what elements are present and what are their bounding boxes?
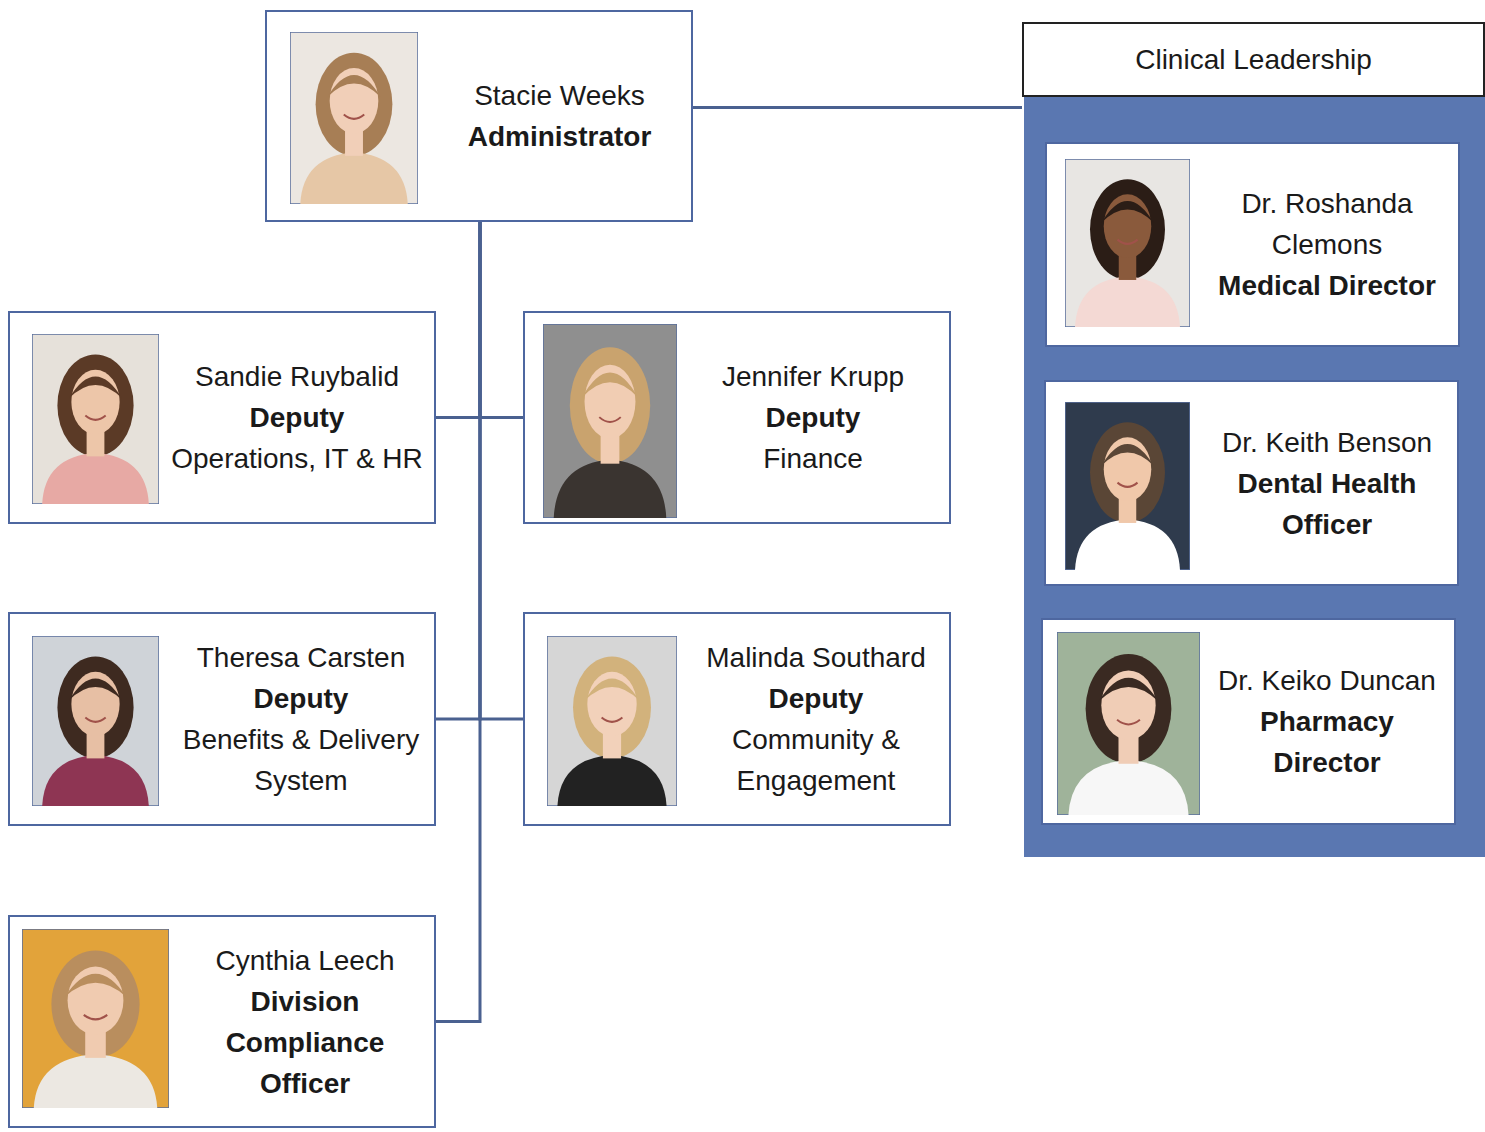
portrait-photo — [1065, 159, 1190, 327]
panel-heading: Clinical Leadership — [1135, 39, 1372, 80]
text-block: Malinda SouthardDeputyCommunity & Engage… — [684, 637, 948, 801]
portrait-photo — [32, 636, 159, 806]
reporting-line — [436, 222, 480, 1022]
person-box: Sandie RuybalidDeputyOperations, IT & HR — [8, 311, 436, 524]
person-name: Dr. Roshanda Clemons — [1197, 183, 1457, 265]
portfolio: Community & Engagement — [684, 719, 948, 801]
role-title: Deputy — [170, 678, 432, 719]
person-box: Stacie WeeksAdministrator — [265, 10, 693, 222]
role-title: Deputy — [167, 397, 427, 438]
person-box: Dr. Roshanda ClemonsMedical Director — [1045, 142, 1460, 347]
panel-heading-box: Clinical Leadership — [1022, 22, 1485, 97]
text-block: Stacie WeeksAdministrator — [432, 75, 687, 157]
portrait-photo — [290, 32, 418, 204]
role-title: Dental Health Officer — [1197, 463, 1457, 545]
text-area: Dr. Roshanda ClemonsMedical Director — [1197, 144, 1457, 345]
person-name: Dr. Keith Benson — [1197, 422, 1457, 463]
role-title: Division Compliance Officer — [177, 981, 433, 1104]
person-name: Stacie Weeks — [432, 75, 687, 116]
reporting-line — [436, 222, 480, 418]
portrait-photo — [547, 636, 677, 806]
text-area: Dr. Keith BensonDental Health Officer — [1197, 382, 1457, 584]
role-title: Deputy — [684, 678, 948, 719]
person-name: Sandie Ruybalid — [167, 356, 427, 397]
text-block: Sandie RuybalidDeputyOperations, IT & HR — [167, 356, 427, 479]
text-area: Sandie RuybalidDeputyOperations, IT & HR — [167, 313, 427, 522]
portrait-photo — [1057, 632, 1200, 815]
text-block: Dr. Keith BensonDental Health Officer — [1197, 422, 1457, 545]
role-title: Administrator — [432, 116, 687, 157]
person-box: Theresa CarstenDeputyBenefits & Delivery… — [8, 612, 436, 826]
text-block: Dr. Roshanda ClemonsMedical Director — [1197, 183, 1457, 306]
text-area: Stacie WeeksAdministrator — [432, 12, 687, 220]
portfolio: Finance — [687, 438, 939, 479]
person-box: Dr. Keiko DuncanPharmacy Director — [1041, 618, 1456, 825]
person-name: Cynthia Leech — [177, 940, 433, 981]
person-box: Dr. Keith BensonDental Health Officer — [1044, 380, 1459, 586]
role-title: Medical Director — [1197, 265, 1457, 306]
reporting-line — [480, 222, 523, 418]
text-block: Dr. Keiko DuncanPharmacy Director — [1204, 660, 1450, 783]
person-name: Theresa Carsten — [170, 637, 432, 678]
person-name: Dr. Keiko Duncan — [1204, 660, 1450, 701]
person-box: Jennifer KruppDeputyFinance — [523, 311, 951, 524]
portrait-photo — [32, 334, 159, 504]
text-block: Jennifer KruppDeputyFinance — [687, 356, 939, 479]
portrait-photo — [543, 324, 677, 518]
reporting-line — [480, 222, 523, 719]
text-area: Dr. Keiko DuncanPharmacy Director — [1204, 620, 1450, 823]
person-name: Malinda Southard — [684, 637, 948, 678]
portrait-photo — [1065, 402, 1190, 570]
reporting-line — [693, 106, 1022, 109]
text-area: Malinda SouthardDeputyCommunity & Engage… — [684, 614, 948, 824]
role-title: Pharmacy Director — [1204, 701, 1450, 783]
text-area: Theresa CarstenDeputyBenefits & Delivery… — [170, 614, 432, 824]
text-area: Cynthia LeechDivision Compliance Officer — [177, 917, 433, 1126]
text-block: Theresa CarstenDeputyBenefits & Delivery… — [170, 637, 432, 801]
group-panel: Clinical LeadershipDr. Roshanda ClemonsM… — [1022, 22, 1485, 857]
portfolio: Operations, IT & HR — [167, 438, 427, 479]
text-block: Cynthia LeechDivision Compliance Officer — [177, 940, 433, 1104]
person-name: Jennifer Krupp — [687, 356, 939, 397]
role-title: Deputy — [687, 397, 939, 438]
person-box: Cynthia LeechDivision Compliance Officer — [8, 915, 436, 1128]
portfolio: Benefits & Delivery System — [170, 719, 432, 801]
reporting-line — [436, 222, 480, 719]
person-box: Malinda SouthardDeputyCommunity & Engage… — [523, 612, 951, 826]
text-area: Jennifer KruppDeputyFinance — [687, 313, 939, 522]
portrait-photo — [22, 929, 169, 1108]
